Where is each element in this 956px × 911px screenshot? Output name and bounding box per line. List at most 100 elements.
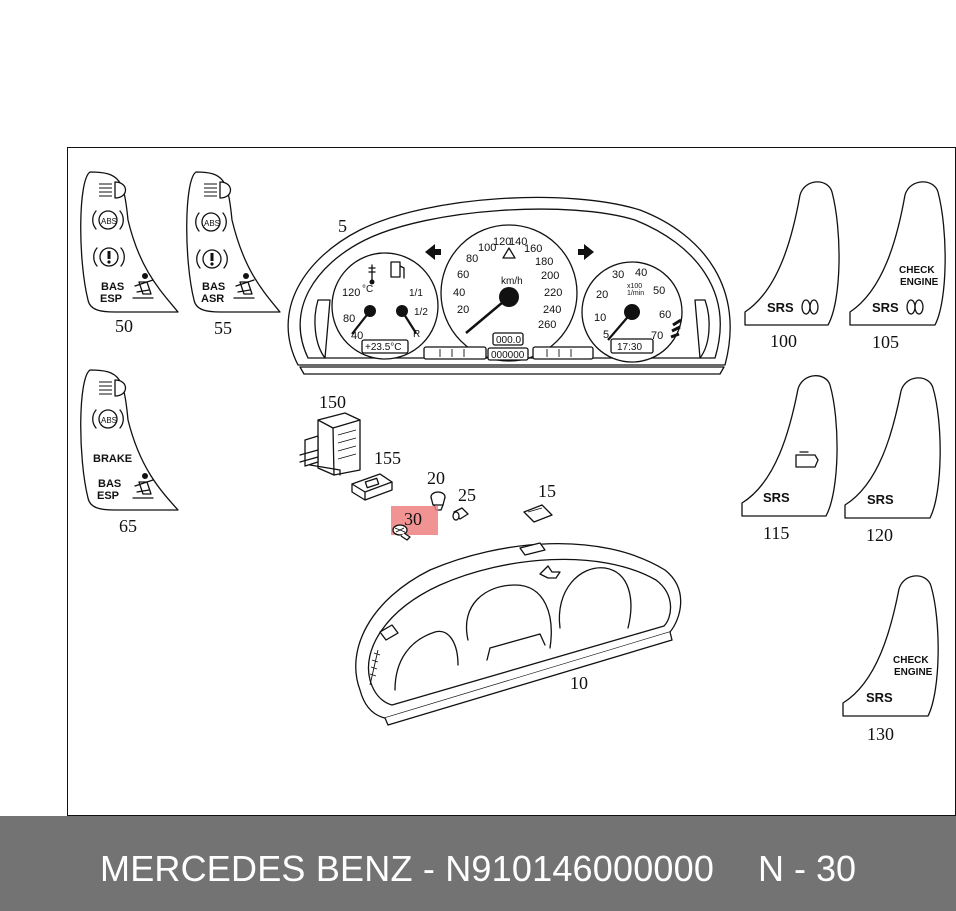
callout-115: 115	[763, 523, 789, 543]
callout-100: 100	[770, 331, 797, 351]
clip-155	[351, 473, 393, 501]
clock-display	[610, 338, 654, 354]
p100-srs: SRS	[767, 300, 794, 315]
tach-tick-30: 30	[612, 269, 624, 281]
warning-triangle-icon	[502, 247, 516, 259]
callout-55: 55	[214, 318, 232, 338]
indicator-panel-65: ABS BRAKE BAS ESP	[80, 369, 179, 511]
temp-tick-40: 40	[351, 330, 363, 342]
right-indicator-strip	[532, 346, 594, 360]
clock-value: 17:30	[617, 342, 642, 353]
left-indicator-strip	[423, 346, 487, 360]
total-odometer	[487, 347, 529, 361]
left-turn-arrow-icon	[425, 244, 441, 260]
callout-30: 30	[404, 509, 422, 529]
p130-srs: SRS	[866, 690, 893, 705]
connector-150	[299, 412, 361, 476]
trip-odometer-value: 000.0	[496, 335, 521, 346]
indicator-panel-105: CHECK ENGINE SRS	[849, 181, 946, 326]
p120-srs: SRS	[867, 492, 894, 507]
bulb-socket-30	[392, 524, 411, 541]
abs-label-50: ABS	[101, 217, 117, 226]
callout-150: 150	[319, 392, 346, 412]
p65-line2: ESP	[97, 490, 119, 502]
p105-srs: SRS	[872, 300, 899, 315]
p50-line1: BAS	[101, 281, 124, 293]
fuel-reserve-label: R	[413, 329, 420, 340]
callout-50: 50	[115, 316, 133, 336]
total-odometer-value: 000000	[491, 350, 525, 361]
callout-5: 5	[338, 216, 347, 236]
callout-130: 130	[867, 724, 894, 744]
p55-line1: BAS	[202, 281, 225, 293]
speed-tick-80: 80	[466, 253, 478, 265]
speed-tick-60: 60	[457, 269, 469, 281]
tach-tick-60: 60	[659, 309, 671, 321]
p55-line2: ASR	[201, 293, 224, 305]
callout-20: 20	[427, 468, 445, 488]
cluster-housing-10	[355, 542, 682, 726]
indicator-panel-120: SRS	[844, 377, 941, 519]
indicator-panel-130: CHECK ENGINE SRS	[842, 575, 939, 717]
outside-temp-display	[361, 339, 409, 354]
speed-tick-120: 120	[493, 236, 511, 248]
temp-unit: °C	[362, 284, 373, 295]
indicator-panel-115: SRS	[741, 375, 838, 517]
indicator-panel-55: ABS BAS ASR	[186, 171, 281, 313]
fuel-half-label: 1/2	[414, 307, 428, 318]
p50-line2: ESP	[100, 293, 122, 305]
instrument-cluster-front: 120 °C 80 40 1/1 1/2 R +23.5°C km/h 20 4…	[287, 196, 731, 375]
p115-srs: SRS	[763, 490, 790, 505]
abs-label-65: ABS	[101, 416, 117, 425]
part-title: MERCEDES BENZ - N910146000000	[100, 848, 715, 889]
callout-25: 25	[458, 485, 476, 505]
speed-tick-240: 240	[543, 304, 561, 316]
fuel-pump-icon	[390, 261, 401, 278]
callout-105: 105	[872, 332, 899, 352]
speed-tick-260: 260	[538, 319, 556, 331]
tach-unit-1: x100	[627, 283, 642, 290]
thermometer-icon	[368, 264, 376, 281]
plate-15	[523, 504, 553, 523]
p65-line1: BAS	[98, 478, 121, 490]
engine-icon	[795, 451, 819, 468]
callout-65: 65	[119, 516, 137, 536]
indicator-panel-100: SRS	[744, 181, 840, 326]
speed-tick-140: 140	[509, 236, 527, 248]
speed-tick-40: 40	[453, 287, 465, 299]
tach-unit-2: 1/min	[627, 290, 644, 297]
tach-tick-5: 5	[603, 329, 609, 341]
speed-tick-200: 200	[541, 270, 559, 282]
trip-odometer	[492, 332, 524, 346]
speed-unit: km/h	[501, 276, 523, 287]
speed-tick-100: 100	[478, 242, 496, 254]
bulb-25	[452, 507, 469, 521]
abs-label-55: ABS	[204, 219, 220, 228]
callout-155: 155	[374, 448, 401, 468]
callout-10: 10	[570, 673, 588, 693]
callout-15: 15	[538, 481, 556, 501]
p105-check1: CHECK	[899, 265, 935, 276]
right-turn-arrow-icon	[578, 244, 594, 260]
tach-tick-10: 10	[594, 312, 606, 324]
footer-bar	[0, 816, 956, 911]
tach-tick-20: 20	[596, 289, 608, 301]
speed-tick-20: 20	[457, 304, 469, 316]
temp-tick-120: 120	[342, 287, 360, 299]
p65-top: BRAKE	[93, 453, 132, 465]
fuel-full-label: 1/1	[409, 288, 423, 299]
tach-tick-70: 70	[651, 330, 663, 342]
tach-tick-40: 40	[635, 267, 647, 279]
p130-check1: CHECK	[893, 655, 929, 666]
speed-tick-180: 180	[535, 256, 553, 268]
temp-fuel-gauge	[331, 252, 439, 360]
p130-check2: ENGINE	[894, 667, 933, 678]
speed-tick-220: 220	[544, 287, 562, 299]
callout-120: 120	[866, 525, 893, 545]
outside-temp-value: +23.5°C	[365, 342, 402, 353]
temp-tick-80: 80	[343, 313, 355, 325]
p105-check2: ENGINE	[900, 277, 939, 288]
part-position-code: N - 30	[758, 848, 857, 889]
tach-tick-50: 50	[653, 285, 665, 297]
